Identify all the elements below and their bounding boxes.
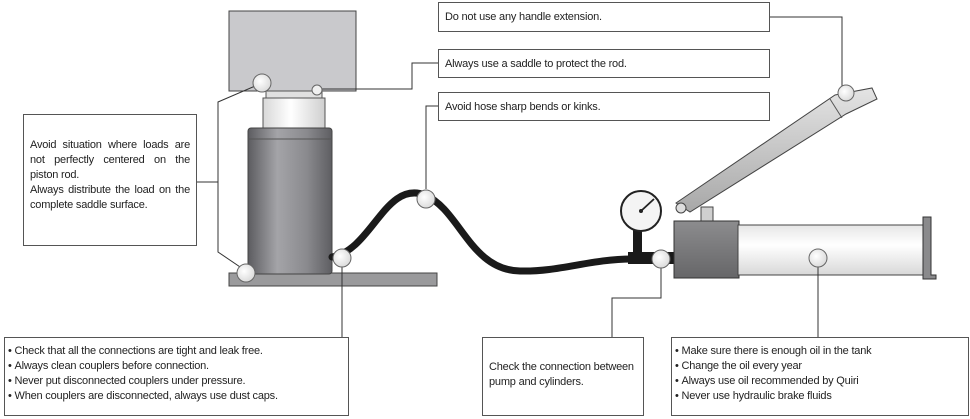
note-handle-extension: Do not use any handle extension. [438,2,770,32]
highlight-markers [236,73,855,283]
marker-base [236,263,256,283]
marker-saddle-top [252,73,272,93]
note-couplers-item: Check that all the connections are tight… [8,344,345,359]
note-load-line: Avoid situation where loads are not perf… [30,139,190,181]
note-couplers-item: Never put disconnected couplers under pr… [8,374,345,389]
marker-coupler-cylinder [332,248,352,268]
pump-body [673,220,740,279]
note-couplers-item: Always clean couplers before connection. [8,359,345,374]
note-oil-item: Always use oil recommended by Quiri [675,374,965,389]
marker-handle [837,84,855,102]
pump-handle [675,87,878,213]
handle-pivot [675,202,687,214]
note-connection-text: Check the connection between pump and cy… [489,361,634,388]
load-block [228,10,357,92]
note-saddle-text: Always use a saddle to protect the rod. [445,58,627,70]
pump-piston [700,206,714,223]
note-oil: Make sure there is enough oil in the tan… [671,337,969,416]
note-handle-text: Do not use any handle extension. [445,11,602,23]
note-oil-item: Never use hydraulic brake fluids [675,389,965,404]
note-hose-bends: Avoid hose sharp bends or kinks. [438,92,770,121]
note-couplers-item: When couplers are disconnected, always u… [8,389,345,404]
marker-coupler-pump [651,249,671,269]
note-saddle: Always use a saddle to protect the rod. [438,49,770,78]
note-hose-text: Avoid hose sharp bends or kinks. [445,101,601,113]
base-plate [228,272,438,287]
leader-lines [197,16,843,337]
marker-hose [416,189,436,209]
note-load-line: Always distribute the load on the comple… [30,184,190,211]
note-load-centering: Avoid situation where loads are not perf… [23,114,197,246]
note-couplers: Check that all the connections are tight… [4,337,349,416]
cylinder-body [247,127,333,275]
marker-saddle-rod [311,84,323,96]
note-oil-item: Change the oil every year [675,359,965,374]
note-oil-item: Make sure there is enough oil in the tan… [675,344,965,359]
gauge-stem [633,228,642,262]
oil-tank [737,224,925,276]
tank-end-cap [922,216,937,280]
hydraulic-hose [328,189,636,275]
piston-rod [262,97,326,129]
marker-tank [808,248,828,268]
note-pump-connection: Check the connection between pump and cy… [482,337,644,416]
